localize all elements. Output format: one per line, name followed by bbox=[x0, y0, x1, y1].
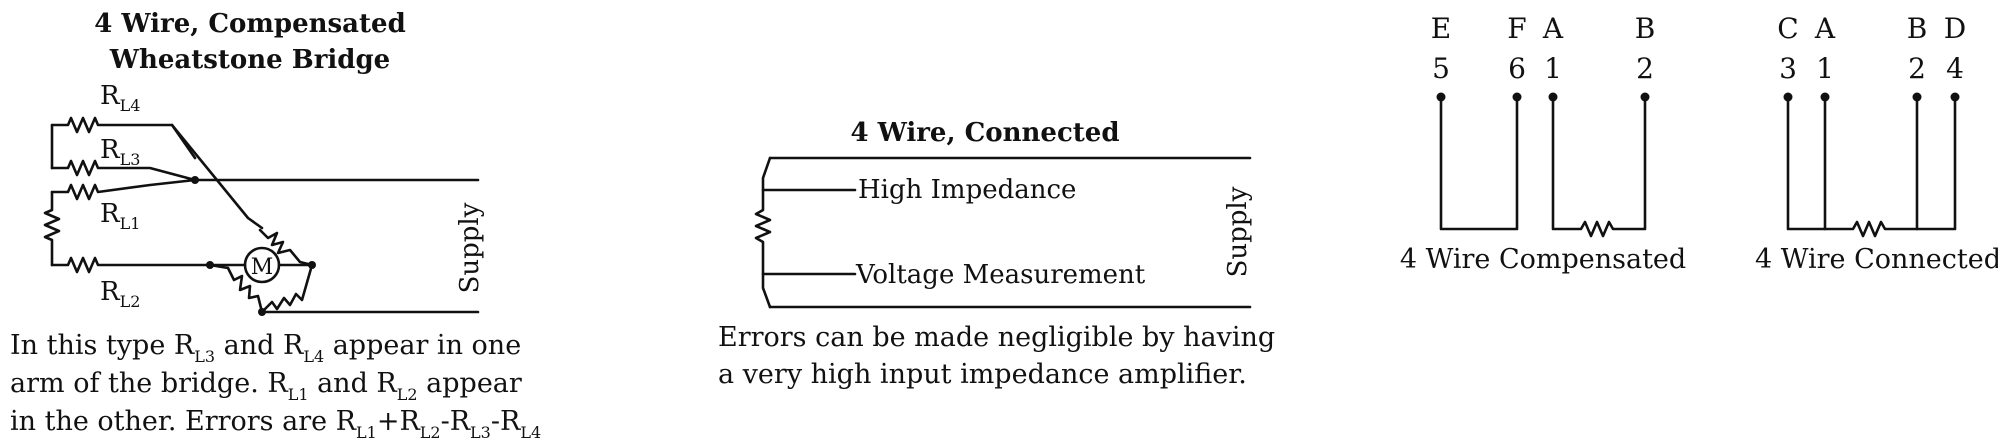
compensation-loop bbox=[1439, 95, 1519, 231]
left-title-line2: Wheatstone Bridge bbox=[109, 45, 390, 75]
left-caption-line3: in the other. Errors are RL1+RL2-RL3-RL4 bbox=[10, 406, 541, 442]
left-supply-label: Supply bbox=[455, 202, 485, 293]
node-bridge-bottom bbox=[258, 308, 266, 316]
compensated-rtd bbox=[1551, 95, 1647, 238]
terminal-letter-e: E bbox=[1431, 12, 1451, 45]
rl4-diagonal bbox=[170, 123, 264, 230]
middle-left-bracket bbox=[754, 156, 772, 309]
left-caption-line1: In this type RL3 and RL4 appear in one bbox=[10, 330, 521, 366]
connected-label: 4 Wire Connected bbox=[1755, 244, 1998, 275]
terminal-letter-a2: A bbox=[1814, 12, 1836, 45]
left-title-line1: 4 Wire, Compensated bbox=[94, 9, 406, 39]
terminal-number-3: 3 bbox=[1779, 52, 1797, 85]
resistor-rl1 bbox=[50, 178, 197, 201]
resistor-label-rl4: RL4 bbox=[100, 81, 140, 115]
terminal-letter-b2: B bbox=[1907, 12, 1928, 45]
terminal-number-1b: 1 bbox=[1816, 52, 1834, 85]
voltage-measurement-label: Voltage Measurement bbox=[855, 260, 1146, 290]
bridge-lower-left-arm bbox=[226, 266, 264, 314]
terminal-letter-c: C bbox=[1777, 12, 1798, 45]
meter-label: M bbox=[251, 255, 274, 280]
terminal-number-2: 2 bbox=[1636, 52, 1654, 85]
terminal-letter-f: F bbox=[1507, 12, 1526, 45]
meter-symbol bbox=[243, 246, 281, 284]
middle-caption-line2: a very high input impedance amplifier. bbox=[718, 359, 1247, 390]
resistor-rl4 bbox=[50, 116, 197, 160]
terminal-letter-a: A bbox=[1542, 12, 1564, 45]
compensated-label: 4 Wire Compensated bbox=[1400, 244, 1686, 275]
connected-panel: 4 Wire, Connected High Impedance Voltage… bbox=[718, 118, 1275, 390]
bridge-lower-right-arm bbox=[260, 263, 314, 314]
resistor-label-rl3: RL3 bbox=[100, 135, 140, 169]
terminal-number-4: 4 bbox=[1946, 52, 1964, 85]
terminal-number-5: 5 bbox=[1432, 52, 1450, 85]
node-bridge-left bbox=[206, 261, 214, 269]
terminal-number-6: 6 bbox=[1508, 52, 1526, 85]
terminal-number-2b: 2 bbox=[1908, 52, 1926, 85]
terminal-letter-b: B bbox=[1635, 12, 1656, 45]
middle-supply-label: Supply bbox=[1223, 186, 1253, 277]
resistor-label-rl1: RL1 bbox=[100, 199, 140, 233]
node-top bbox=[191, 176, 199, 184]
left-caption-line2: arm of the bridge. RL1 and RL2 appear bbox=[10, 368, 522, 404]
terminal-number-1: 1 bbox=[1544, 52, 1562, 85]
terminal-letter-d: D bbox=[1944, 12, 1966, 45]
middle-caption-line1: Errors can be made negligible by having bbox=[718, 322, 1275, 353]
resistor-label-rl2: RL2 bbox=[100, 277, 140, 311]
middle-title: 4 Wire, Connected bbox=[850, 118, 1119, 148]
terminal-connected: C A B D 3 1 2 4 4 Wire Connected bbox=[1755, 12, 1998, 275]
bridge-upper-right-arm bbox=[258, 228, 314, 267]
sensor-resistor bbox=[43, 190, 61, 267]
compensated-bridge-panel: 4 Wire, Compensated Wheatstone Bridge RL… bbox=[10, 9, 541, 442]
resistor-rl2 bbox=[50, 256, 212, 274]
node-bridge-right bbox=[308, 261, 316, 269]
connected-rtd bbox=[1786, 95, 1957, 238]
terminal-compensated: E F A B 5 6 1 2 4 Wire Compensated bbox=[1400, 12, 1686, 275]
high-impedance-label: High Impedance bbox=[858, 175, 1076, 205]
resistor-rl3 bbox=[50, 159, 197, 182]
